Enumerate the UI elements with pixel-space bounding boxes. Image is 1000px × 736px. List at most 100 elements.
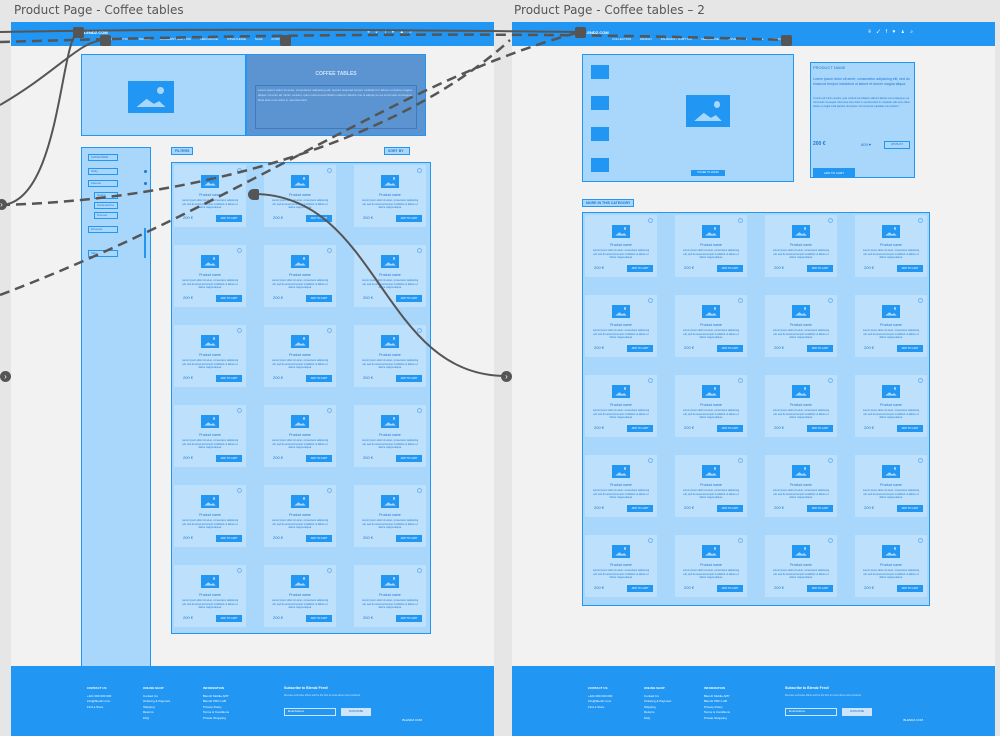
chevron-right-icon[interactable]: › <box>0 371 11 382</box>
add-to-cart-button[interactable]: ADD TO CART <box>627 345 653 352</box>
heart-icon[interactable] <box>738 538 743 543</box>
add-to-cart-button[interactable]: ADD TO CART <box>813 168 855 178</box>
email-input[interactable]: Email Address <box>284 708 336 716</box>
footer-link[interactable]: Private Shopping <box>203 715 226 720</box>
footer-link[interactable]: FAQ <box>143 715 150 720</box>
footer-link[interactable]: Ordering & Payment <box>143 699 171 703</box>
gallery-thumbnail[interactable] <box>591 127 609 141</box>
heart-icon[interactable] <box>237 248 242 253</box>
nav-link[interactable]: OSVETLENIE <box>727 37 747 41</box>
add-to-cart-button[interactable]: ADD TO CART <box>807 505 833 512</box>
gallery-thumbnail[interactable] <box>591 158 609 172</box>
subscribe-button[interactable]: SUBSCRIBE <box>842 708 872 716</box>
social-icons[interactable]: ⌾ ✓ f ♥ ♟ ⌕ <box>868 29 915 35</box>
nav-link[interactable]: COLLECTION <box>111 37 131 41</box>
filter-tag[interactable]: FILTERS <box>171 147 194 155</box>
chevron-right-icon[interactable]: › <box>501 371 512 382</box>
filter-item[interactable]: Nočné <box>94 192 118 199</box>
add-to-cart-button[interactable]: ADD TO CART <box>306 295 332 302</box>
connector-node[interactable] <box>100 35 111 46</box>
heart-icon[interactable] <box>918 458 923 463</box>
heart-icon[interactable] <box>918 378 923 383</box>
heart-icon[interactable] <box>648 458 653 463</box>
add-to-cart-button[interactable]: ADD TO CART <box>396 295 422 302</box>
connector-node[interactable] <box>248 189 259 200</box>
footer-link[interactable]: Private Shopping <box>704 715 727 720</box>
heart-icon[interactable] <box>417 408 422 413</box>
logo[interactable]: BLENDZ.COM <box>582 30 609 35</box>
footer-link[interactable]: info@blendz.com <box>588 699 612 703</box>
heart-icon[interactable] <box>918 218 923 223</box>
footer-link[interactable]: Terms & Conditions <box>203 710 230 714</box>
heart-icon[interactable] <box>828 298 833 303</box>
nav-link[interactable]: DEKORÁCIE <box>200 37 218 41</box>
nav-link[interactable]: SALE <box>254 37 263 41</box>
radio-dot-icon[interactable] <box>144 170 147 173</box>
nav-link[interactable]: ZÁHRADNÝ NÁBYTOK <box>159 37 192 41</box>
footer-link[interactable]: FAQ <box>644 715 651 720</box>
footer-link[interactable]: Blendz PRO LAB <box>704 699 728 703</box>
heart-icon[interactable] <box>417 568 422 573</box>
artboard-product-page-2[interactable]: BLENDZ.COM COLLECTION DESIGN ZÁHRADNÝ NÁ… <box>512 22 995 736</box>
filter-item[interactable]: Sklo <box>88 250 118 257</box>
nav-link[interactable]: SALE <box>755 37 764 41</box>
footer-link[interactable]: +421 000 000 000 <box>87 693 112 698</box>
add-to-cart-button[interactable]: ADD TO CART <box>216 295 242 302</box>
heart-icon[interactable] <box>417 248 422 253</box>
add-to-cart-button[interactable]: ADD TO CART <box>216 615 242 622</box>
heart-icon[interactable] <box>417 488 422 493</box>
sidebar-scrollbar[interactable] <box>144 228 146 258</box>
email-input[interactable]: Email Address <box>785 708 837 716</box>
add-to-cart-button[interactable]: ADD TO CART <box>396 215 422 222</box>
add-to-cart-button[interactable]: ADD TO CART <box>306 535 332 542</box>
sort-dropdown[interactable]: SORT BY <box>384 147 410 155</box>
footer-link[interactable]: Find a Store <box>87 704 104 709</box>
artboard-product-page[interactable]: BLENDZ.COM COLLECTION DESIGN ZÁHRADNÝ NÁ… <box>11 22 494 736</box>
heart-icon[interactable] <box>417 168 422 173</box>
nav-link[interactable]: ZÁHRADNÝ NÁBYTOK <box>660 37 693 41</box>
heart-icon[interactable] <box>237 568 242 573</box>
add-to-cart-button[interactable]: ADD TO CART <box>396 615 422 622</box>
filter-item[interactable]: Drevené <box>88 226 118 233</box>
footer-link[interactable]: Returns <box>143 710 154 714</box>
nav-link[interactable]: COLLECTION <box>612 37 632 41</box>
heart-icon[interactable] <box>237 408 242 413</box>
filter-item[interactable]: Stoly <box>88 168 118 175</box>
heart-icon[interactable] <box>327 168 332 173</box>
footer-link[interactable]: Ordering & Payment <box>644 699 672 703</box>
heart-icon[interactable] <box>648 298 653 303</box>
heart-icon[interactable] <box>237 328 242 333</box>
add-to-cart-button[interactable]: ADD TO CART <box>807 265 833 272</box>
add-to-cart-button[interactable]: ADD TO CART <box>627 505 653 512</box>
add-to-cart-button[interactable]: ADD TO CART <box>897 345 923 352</box>
add-to-cart-button[interactable]: ADD TO CART <box>717 425 743 432</box>
add-to-cart-button[interactable]: ADD TO CART <box>306 215 332 222</box>
add-to-cart-button[interactable]: ADD TO CART <box>627 265 653 272</box>
add-to-cart-button[interactable]: ADD TO CART <box>306 615 332 622</box>
heart-icon[interactable] <box>738 458 743 463</box>
heart-icon[interactable] <box>237 488 242 493</box>
add-to-cart-button[interactable]: ADD TO CART <box>897 425 923 432</box>
add-to-cart-button[interactable]: ADD TO CART <box>396 535 422 542</box>
